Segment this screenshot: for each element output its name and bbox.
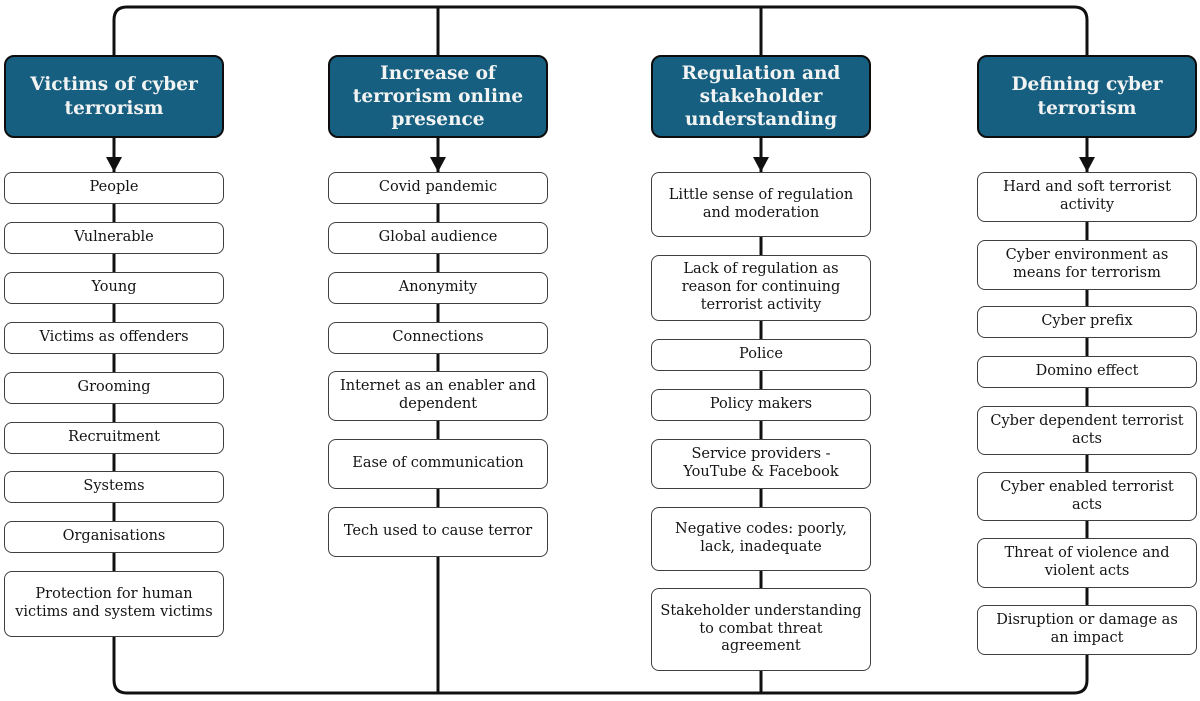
node-internet-enabler-dependent: Internet as an enabler and dependent — [328, 371, 548, 421]
header-increase-of-terrorism-online-presence: Increase of terrorism online presence — [328, 55, 548, 138]
header-regulation-and-stakeholder-understanding: Regulation and stakeholder understanding — [651, 55, 871, 138]
node-little-sense-of-regulation: Little sense of regulation and moderatio… — [651, 172, 871, 237]
node-policy-makers: Policy makers — [651, 389, 871, 421]
node-domino-effect: Domino effect — [977, 356, 1197, 388]
arrowhead-col1 — [106, 157, 122, 172]
node-hard-and-soft-terrorist-activity: Hard and soft terrorist activity — [977, 172, 1197, 222]
node-cyber-enabled-acts: Cyber enabled terrorist acts — [977, 472, 1197, 521]
header-victims-of-cyber-terrorism: Victims of cyber terrorism — [4, 55, 224, 138]
arrowhead-col4 — [1079, 157, 1095, 172]
top-bracket-line — [112, 5, 1089, 57]
node-service-providers: Service providers - YouTube & Facebook — [651, 439, 871, 489]
node-vulnerable: Vulnerable — [4, 222, 224, 254]
node-ease-of-communication: Ease of communication — [328, 439, 548, 489]
node-systems: Systems — [4, 471, 224, 503]
node-cyber-prefix: Cyber prefix — [977, 306, 1197, 338]
node-global-audience: Global audience — [328, 222, 548, 254]
node-negative-codes: Negative codes: poorly, lack, inadequate — [651, 507, 871, 571]
node-threat-of-violence: Threat of violence and violent acts — [977, 538, 1197, 588]
bottom-bracket-line — [112, 637, 1089, 695]
node-young: Young — [4, 272, 224, 304]
node-protection-for-victims: Protection for human victims and system … — [4, 571, 224, 637]
node-victims-as-offenders: Victims as offenders — [4, 322, 224, 354]
node-organisations: Organisations — [4, 521, 224, 553]
header-defining-cyber-terrorism: Defining cyber terrorism — [977, 55, 1197, 138]
node-cyber-environment: Cyber environment as means for terrorism — [977, 240, 1197, 290]
node-people: People — [4, 172, 224, 204]
arrowhead-col2 — [430, 157, 446, 172]
node-police: Police — [651, 339, 871, 371]
node-disruption-or-damage: Disruption or damage as an impact — [977, 605, 1197, 655]
node-grooming: Grooming — [4, 372, 224, 404]
arrowhead-col3 — [753, 157, 769, 172]
node-recruitment: Recruitment — [4, 422, 224, 454]
node-connections: Connections — [328, 322, 548, 354]
node-tech-used-to-cause-terror: Tech used to cause terror — [328, 507, 548, 557]
node-anonymity: Anonymity — [328, 272, 548, 304]
node-stakeholder-understanding: Stakeholder understanding to combat thre… — [651, 588, 871, 671]
node-lack-of-regulation: Lack of regulation as reason for continu… — [651, 255, 871, 321]
node-cyber-dependent-acts: Cyber dependent terrorist acts — [977, 406, 1197, 455]
node-covid-pandemic: Covid pandemic — [328, 172, 548, 204]
